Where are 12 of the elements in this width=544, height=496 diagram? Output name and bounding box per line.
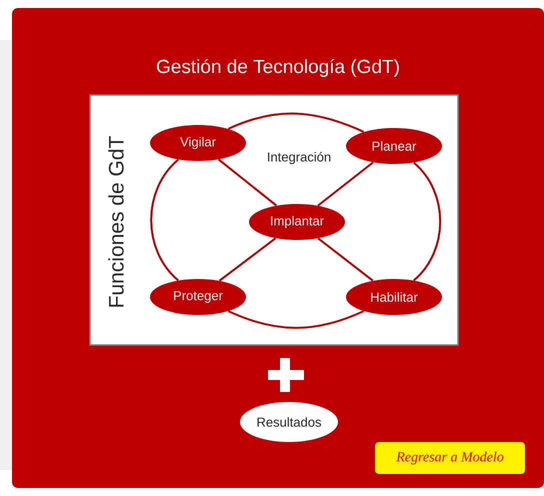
back-button: Regresar a Modelo — [375, 442, 525, 474]
connector — [413, 162, 442, 282]
connector — [218, 238, 276, 282]
label: Integración — [268, 152, 330, 164]
connector — [318, 238, 374, 282]
vertical-label: Funciones de GdT — [108, 136, 124, 307]
title: Gestión de Tecnología (GdT) — [156, 59, 399, 77]
connector — [218, 158, 277, 206]
connector — [317, 162, 374, 206]
connector — [150, 158, 179, 282]
connector — [228, 310, 364, 329]
connector — [228, 112, 364, 133]
